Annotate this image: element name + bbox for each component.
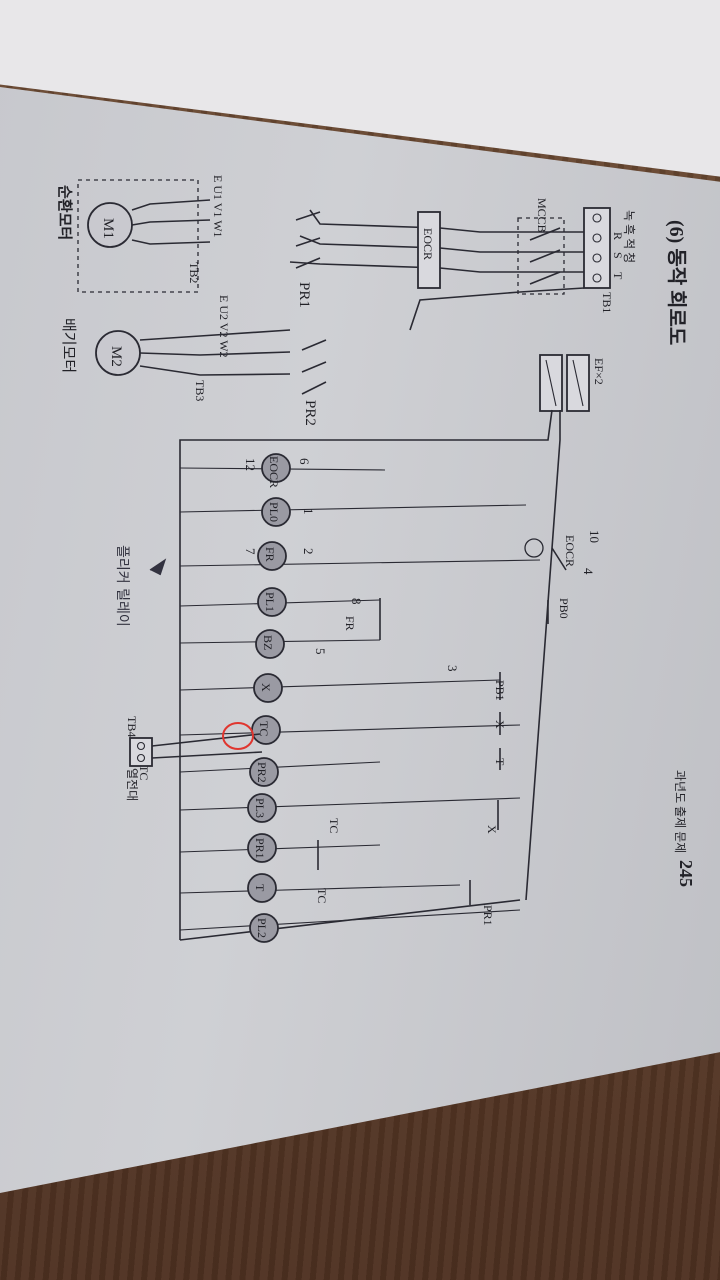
handwritten-numbers: 10 4 1 2 3 5 7 8 12 6 (243, 458, 602, 672)
svg-text:TC: TC (137, 765, 151, 780)
running-header: 과년도 출제 문제 (673, 770, 687, 853)
relay-fr (257, 541, 287, 571)
contactor-pr1 (247, 833, 277, 863)
red-circle-mark (222, 722, 254, 750)
svg-text:EOCR: EOCR (267, 456, 281, 488)
svg-text:5: 5 (313, 648, 328, 655)
svg-text:PB0: PB0 (557, 598, 571, 619)
svg-text:TB4: TB4 (125, 716, 139, 737)
svg-text:PL2: PL2 (255, 918, 269, 938)
svg-text:T: T (253, 884, 267, 892)
svg-text:12: 12 (243, 458, 258, 471)
svg-text:TC: TC (327, 818, 341, 833)
svg-text:S: S (611, 252, 625, 259)
svg-text:R: R (611, 232, 625, 240)
lamp-labels: EOCR PL0 FR PL1 BZ X TC PR2 PL3 PR1 T PL… (253, 456, 281, 938)
motor-m1-terminals: E U1 V1 W1 (211, 175, 225, 238)
node-5-marker (524, 538, 544, 558)
svg-text:2: 2 (301, 548, 316, 555)
svg-text:X: X (259, 683, 273, 692)
svg-text:PB1: PB1 (493, 680, 507, 701)
hand-arrow (149, 558, 167, 576)
tb4-terminal (129, 737, 153, 767)
phase-colors-label: 녹 흑 적 청 (622, 210, 636, 263)
page-number: 245 (676, 860, 696, 887)
eocr-label: EOCR (421, 228, 435, 260)
relay-x (253, 673, 283, 703)
svg-text:X: X (493, 720, 507, 729)
control-labels: EOCR PB0 PB1 X T X PR1 FR TC TC TB4 TC 열… (125, 535, 577, 926)
svg-text:EOCR: EOCR (563, 535, 577, 567)
svg-text:PR1: PR1 (481, 905, 495, 926)
m1-wiring (131, 199, 211, 245)
svg-text:PL0: PL0 (267, 502, 281, 522)
section-title: (6) 동작 회로도 (665, 220, 688, 345)
pr1-label: PR1 (296, 282, 312, 308)
mccb-box (517, 217, 565, 295)
lamp-pl0 (261, 497, 291, 527)
svg-text:BZ: BZ (261, 635, 275, 650)
contactor-pr2 (249, 757, 279, 787)
lamp-pl3 (247, 793, 277, 823)
motor-m1-name: 순환모터 (56, 185, 74, 240)
lamp-eocr (261, 453, 291, 483)
handwritten-note: 플리커 릴레이 (114, 545, 130, 627)
control-rails (179, 409, 561, 941)
svg-text:1: 1 (301, 508, 316, 515)
tb1-label: TB1 (600, 292, 614, 313)
m1-enclosure (77, 179, 199, 293)
svg-text:열전대: 열전대 (125, 768, 139, 801)
pr1-contacts (295, 211, 321, 269)
eocr-box (417, 211, 441, 289)
svg-text:FR: FR (343, 616, 357, 631)
svg-text:T: T (611, 272, 625, 280)
svg-text:TC: TC (257, 721, 271, 736)
svg-text:TC: TC (315, 888, 329, 903)
pr2-contacts (301, 339, 327, 395)
motor-m2-terminals: E U2 V2 W2 (217, 295, 231, 358)
svg-text:7: 7 (243, 548, 258, 555)
motor-m1-label: M1 (100, 218, 116, 239)
lamp-pl2 (249, 913, 279, 943)
control-contacts (317, 547, 567, 905)
svg-text:PL3: PL3 (253, 798, 267, 818)
svg-text:PR1: PR1 (253, 838, 267, 859)
buzzer-bz (255, 629, 285, 659)
svg-text:X: X (485, 825, 499, 834)
svg-text:3: 3 (445, 665, 460, 672)
svg-text:FR: FR (263, 547, 277, 562)
tb1-terminals (592, 213, 602, 283)
mccb-switches (529, 227, 561, 285)
svg-text:T: T (493, 758, 507, 766)
tb4-wiring (151, 733, 263, 759)
branch-lines (179, 467, 541, 931)
fuse-label: EF×2 (592, 358, 606, 385)
svg-text:4: 4 (581, 568, 596, 575)
svg-text:8: 8 (349, 598, 364, 605)
tb3-label: TB3 (193, 380, 207, 401)
timer-t (247, 873, 277, 903)
mccb-label: MCCB (535, 198, 549, 233)
motor-m2-name: 배기모터 (60, 318, 77, 373)
lamp-pl1 (257, 587, 287, 617)
svg-text:10: 10 (587, 530, 602, 543)
svg-text:PL1: PL1 (263, 592, 277, 612)
svg-text:6: 6 (297, 458, 312, 465)
phase-labels: R S T (611, 232, 625, 280)
tb2-label: TB2 (187, 262, 201, 283)
pr2-label: PR2 (302, 400, 318, 426)
motor-m2-label: M2 (108, 346, 124, 367)
tb1-terminal-block (583, 207, 611, 289)
svg-text:PR2: PR2 (255, 762, 269, 783)
lamp-column (247, 453, 291, 943)
m2-wiring (139, 329, 291, 376)
